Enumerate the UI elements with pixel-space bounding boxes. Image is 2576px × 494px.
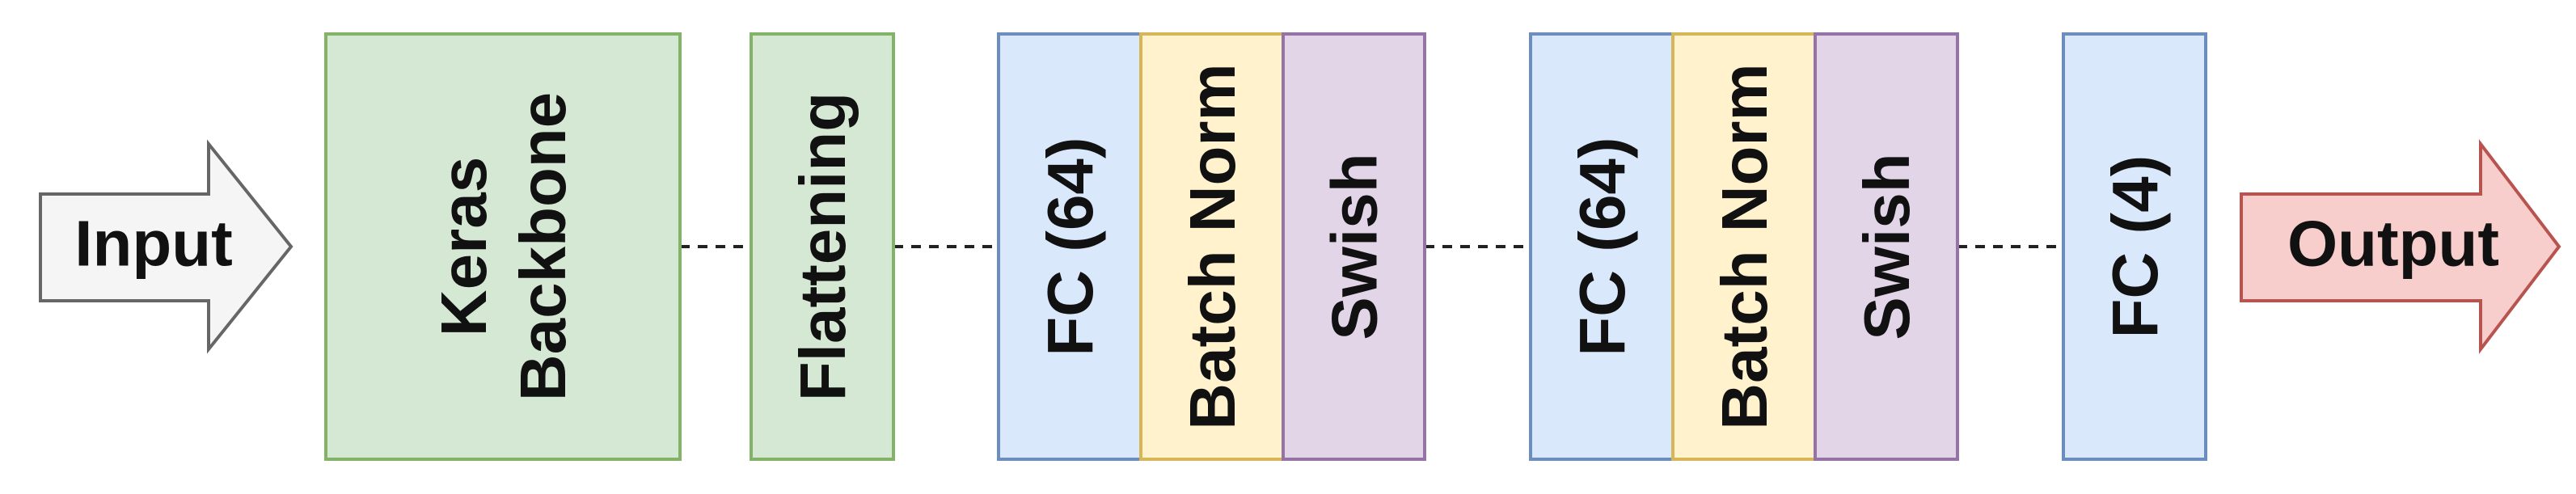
block-batch-norm-b: Batch Norm <box>1671 32 1817 461</box>
block-swish-a-box <box>1282 32 1426 461</box>
block-flattening-label: Flattening <box>787 92 859 401</box>
block-fc-64-b-label-line: FC (64) <box>1566 137 1638 356</box>
block-swish-b-label-line: Swish <box>1851 153 1923 340</box>
block-batch-norm-b-box <box>1671 32 1817 461</box>
block-batch-norm-a: Batch Norm <box>1139 32 1285 461</box>
block-swish-a-label: Swish <box>1318 153 1390 340</box>
block-fc-4: FC (4) <box>2062 32 2207 461</box>
block-batch-norm-a-label: Batch Norm <box>1176 63 1248 429</box>
block-flattening-label-line: Flattening <box>787 92 859 401</box>
block-swish-b-box <box>1814 32 1959 461</box>
block-batch-norm-b-label: Batch Norm <box>1708 63 1780 429</box>
block-keras-backbone-box <box>324 32 682 461</box>
block-batch-norm-b-label-line: Batch Norm <box>1708 63 1780 429</box>
block-fc-64-b-label: FC (64) <box>1566 137 1638 356</box>
block-fc-64-a-box <box>997 32 1142 461</box>
block-batch-norm-a-box <box>1139 32 1285 461</box>
output-arrow: Output <box>2240 139 2561 354</box>
input-arrow: Input <box>39 139 293 354</box>
block-fc-64-a-label-line: FC (64) <box>1034 137 1106 356</box>
block-flattening-box <box>750 32 895 461</box>
block-batch-norm-a-label-line: Batch Norm <box>1176 63 1248 429</box>
output-label: Output <box>2287 208 2499 280</box>
input-label: Input <box>74 208 232 280</box>
block-keras-backbone-label-line: Keras <box>428 157 500 336</box>
output-arrow-shape <box>2240 139 2561 354</box>
block-swish-a-label-line: Swish <box>1318 153 1390 340</box>
block-flattening: Flattening <box>750 32 895 461</box>
block-fc-4-label: FC (4) <box>2099 155 2171 339</box>
input-arrow-shape <box>39 139 293 354</box>
block-fc-64-b-box <box>1529 32 1674 461</box>
block-fc-4-label-line: FC (4) <box>2099 155 2171 339</box>
block-keras-backbone-label-line: Backbone <box>507 92 579 401</box>
block-fc-64-b: FC (64) <box>1529 32 1674 461</box>
block-fc-64-a-label: FC (64) <box>1034 137 1106 356</box>
block-swish-b-label: Swish <box>1851 153 1923 340</box>
block-swish-b: Swish <box>1814 32 1959 461</box>
block-swish-a: Swish <box>1282 32 1426 461</box>
block-fc-4-box <box>2062 32 2207 461</box>
block-fc-64-a: FC (64) <box>997 32 1142 461</box>
